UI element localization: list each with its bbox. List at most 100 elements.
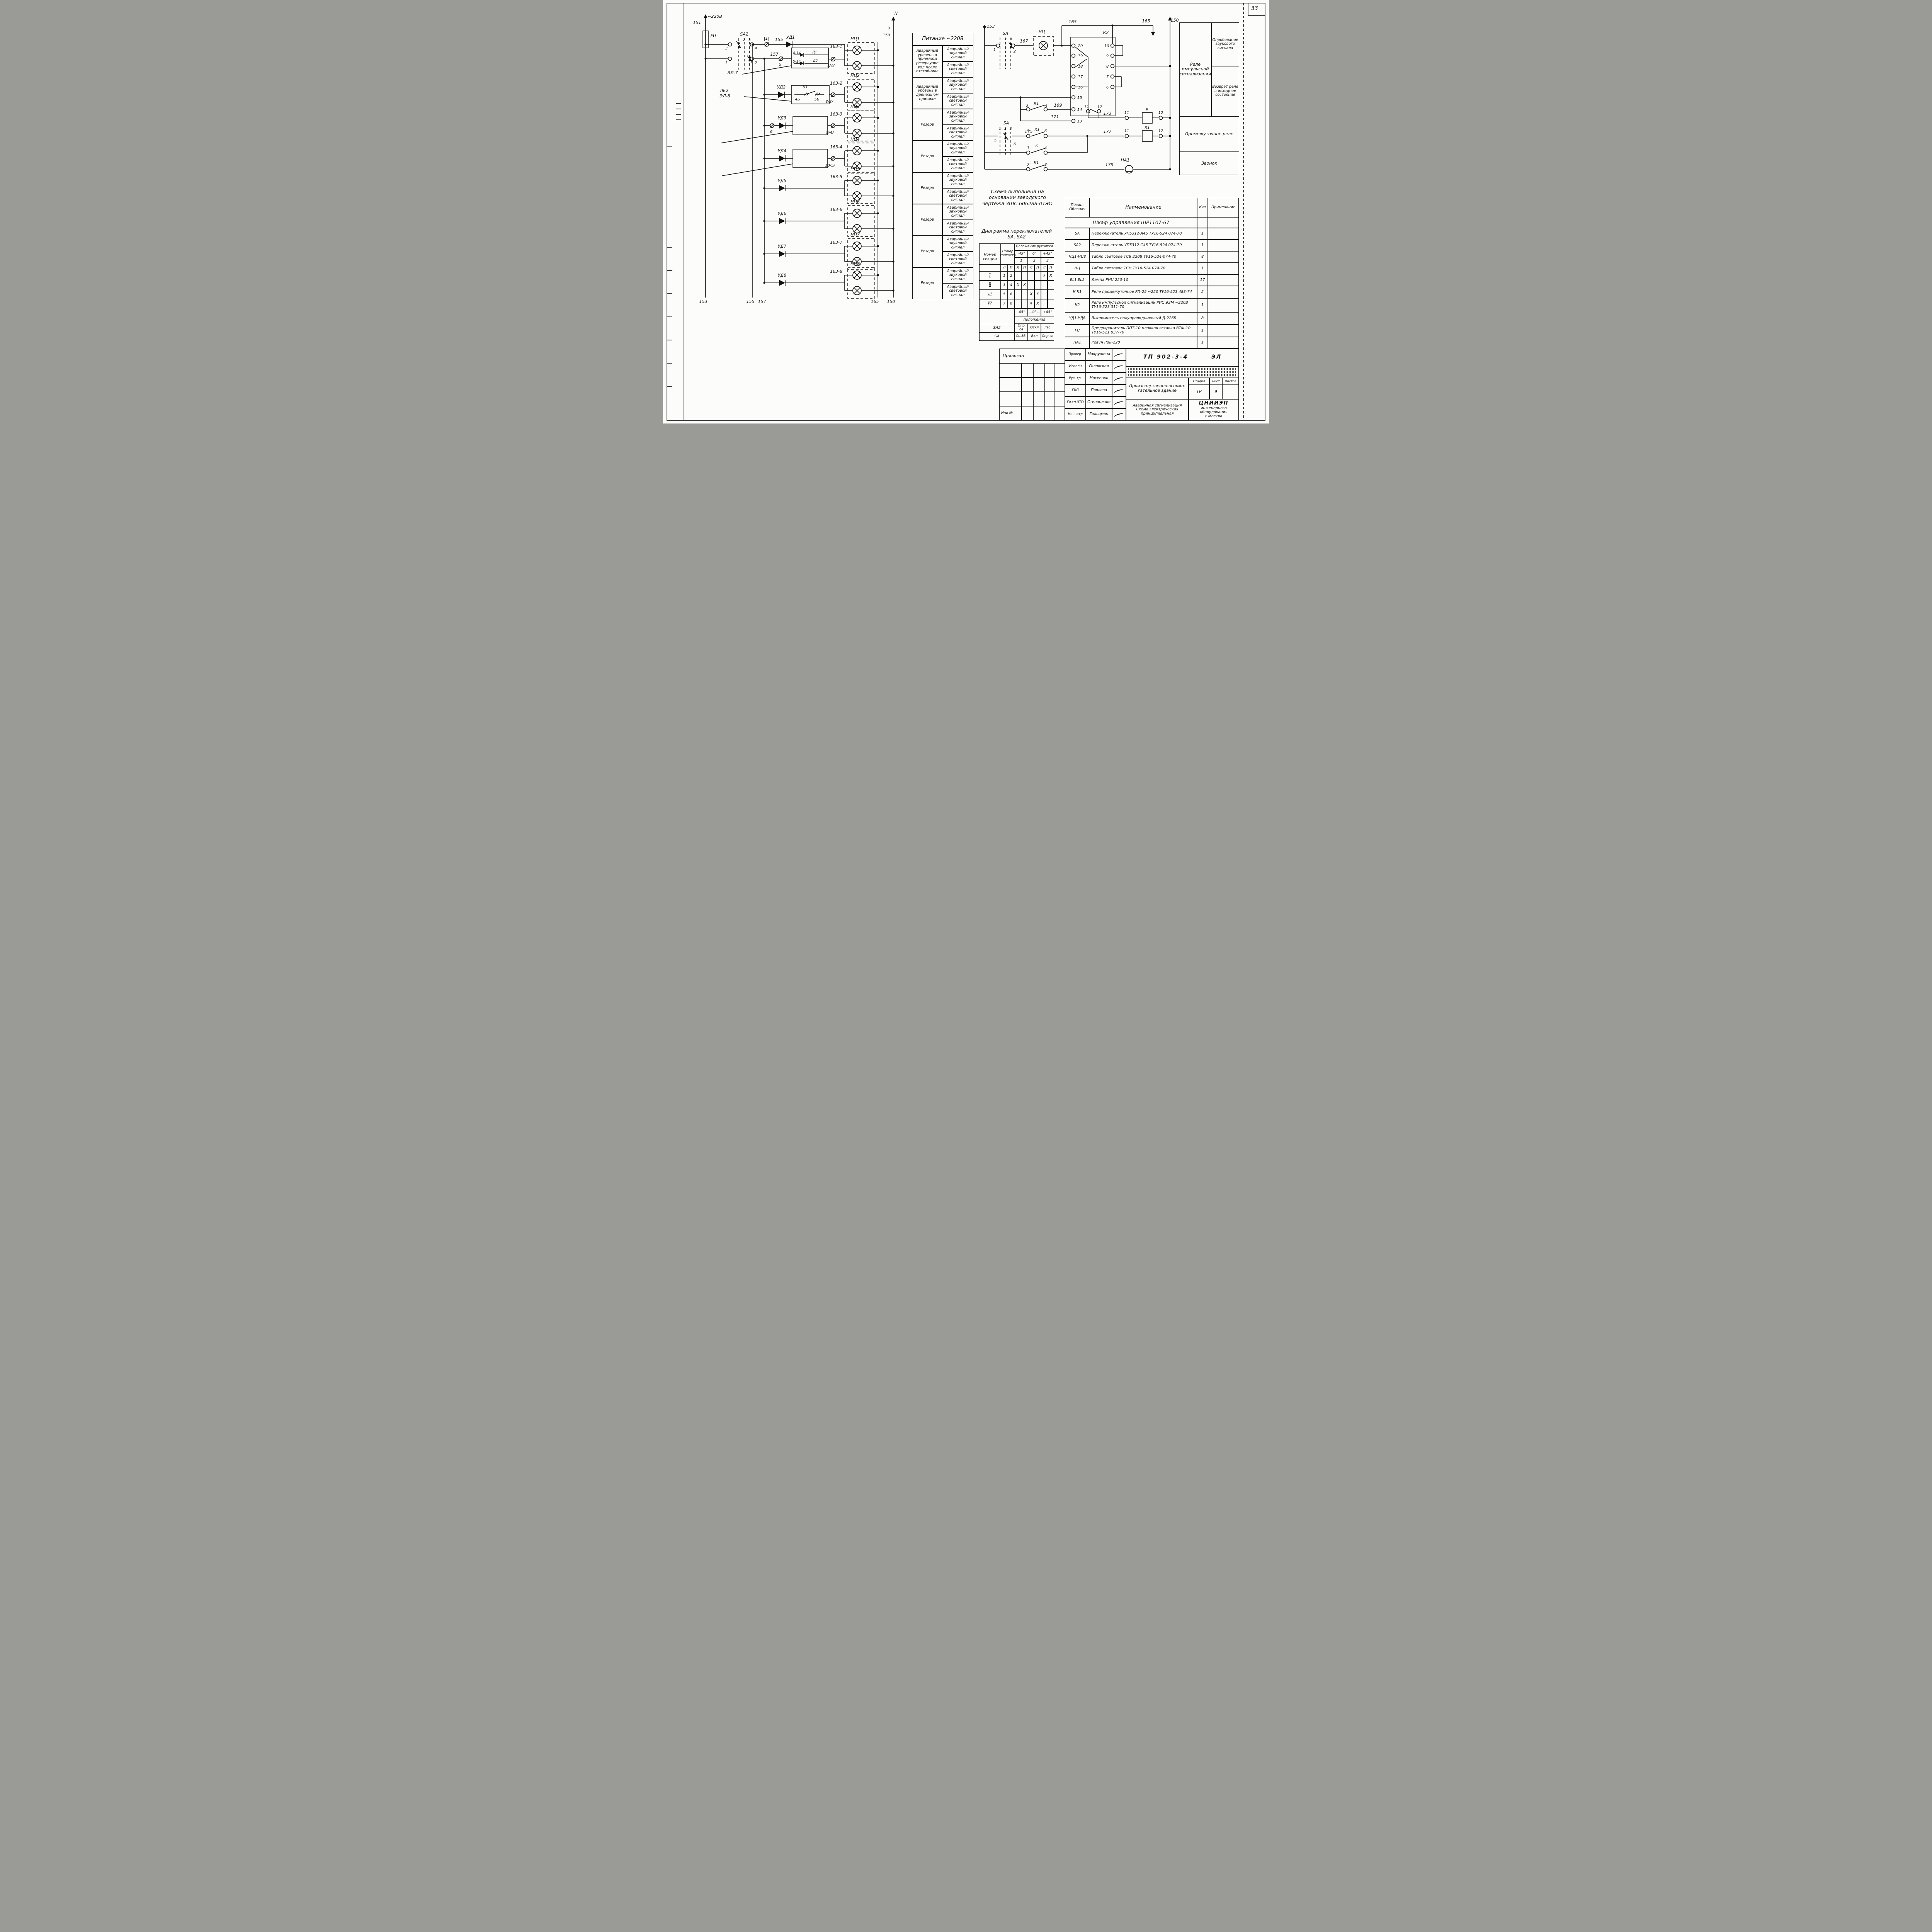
cell-text: X <box>1017 283 1019 287</box>
schematic-label: 7/2/ <box>827 63 835 68</box>
schematic-label: 6 <box>1014 142 1016 146</box>
parts-row-note <box>1208 337 1239 349</box>
parts-header-name: Наименование <box>1090 198 1197 217</box>
parts-row-pos: FU <box>1065 325 1090 337</box>
schematic-label: 157 <box>770 52 779 57</box>
schematic-label: К1 <box>1034 102 1039 106</box>
schematic-label: 11 <box>1124 129 1129 133</box>
cell-text: Аварийный световой сигнал <box>947 221 969 234</box>
filing-cell <box>1022 392 1033 406</box>
blank-cell <box>1197 217 1208 228</box>
schematic-label: К2 <box>1103 30 1109 35</box>
junction-dot <box>704 43 707 46</box>
filing-cell <box>1054 392 1065 406</box>
cell-text: Аварийный звуковой сигнал <box>947 142 969 155</box>
lamp-group-box <box>847 42 875 74</box>
parts-row-qty: 17 <box>1197 274 1208 286</box>
cell-text: Степаненко <box>1087 400 1111 405</box>
wire <box>854 83 861 90</box>
cell-text: Резерв <box>920 249 934 253</box>
parts-row-name: Выпрямитель полупроводниковый Д-226Б <box>1090 312 1197 325</box>
schematic-label: 3 <box>1027 146 1029 150</box>
lp-header: П <box>1048 264 1054 271</box>
cell-text: Лампа РНЦ 220-10 <box>1092 277 1128 282</box>
cell-text: Шкаф управления ШР1107-67 <box>1092 219 1170 225</box>
schematic-label: НЦ3 <box>850 104 860 109</box>
signature-squiggle <box>1113 388 1125 396</box>
schematic-label: ЛЕ2 <box>719 88 728 93</box>
contact-terminal <box>728 56 732 61</box>
cell-text: Резерв <box>920 122 934 127</box>
parts-header-pos: Позиц. Обознач <box>1065 198 1090 217</box>
power-row-name: Резерв <box>912 109 942 141</box>
mark-cell <box>1021 271 1028 281</box>
mark-cell <box>1021 290 1028 299</box>
junction-dot <box>1111 24 1114 27</box>
cell-text: Опробование звукового сигнала <box>1212 37 1238 50</box>
mark-cell: X <box>1021 281 1028 290</box>
cell-text: 2 <box>1033 259 1036 263</box>
signature-squiggle <box>1113 412 1125 420</box>
organization-line: ЦНИИЭП <box>1199 400 1229 406</box>
stage-header: Стадия <box>1189 378 1209 385</box>
schematic-label: ЭЛ-7 <box>727 70 738 75</box>
wire <box>854 258 861 265</box>
note-line: чертежа ЗШС 606288-01ЭО <box>982 200 1053 206</box>
schematic-label: 13 <box>1077 119 1082 124</box>
schematic-label: УД5 <box>778 178 786 183</box>
cell-text: 3 <box>1003 283 1005 287</box>
device-box <box>1142 130 1153 142</box>
schematic-label: 157 <box>758 299 766 304</box>
cell-text: Павлова <box>1091 388 1107 393</box>
wire <box>1075 46 1088 58</box>
schematic-label: 150 <box>883 33 890 37</box>
schematic-label: К1 <box>1034 128 1039 132</box>
cell-text: Откл <box>1030 326 1039 330</box>
contact-terminal <box>1110 74 1115 79</box>
power-row-light: Аварийный световой сигнал <box>942 252 973 267</box>
cell-text: Лист <box>1212 379 1220 383</box>
fineprint-cell <box>1126 366 1239 378</box>
power-row-light: Аварийный световой сигнал <box>942 156 973 172</box>
lamp-group-box <box>1033 36 1054 56</box>
sign-name: Головская <box>1086 361 1112 372</box>
schematic-label: 8 <box>1106 65 1109 69</box>
wire <box>854 210 861 217</box>
schematic-label: 163-1 <box>830 44 842 49</box>
sign-role: Гл.сп.ЭТО <box>1065 396 1086 408</box>
footer-angle: +45° <box>1041 308 1054 316</box>
schematic-label: 171 <box>1051 114 1059 119</box>
cell-text: 8 <box>1201 316 1204 321</box>
sheets-value <box>1222 385 1239 399</box>
schematic-label: НЦ6 <box>850 199 860 204</box>
schematic-label: 3 <box>1010 127 1012 131</box>
cell-text: Номер секции <box>983 253 997 261</box>
diode-icon <box>779 251 785 257</box>
power-row-light: Аварийный световой сигнал <box>942 283 973 299</box>
cell-text: Реле промежуточное РП-25 ~220 ТУ16-523 4… <box>1092 289 1192 294</box>
wire <box>1075 58 1088 68</box>
cell-text: Промежуточное реле <box>1185 131 1233 136</box>
cell-text: Вкл <box>1031 334 1038 338</box>
filing-cell <box>1045 392 1054 406</box>
schematic-label: 11 <box>1124 111 1129 115</box>
drawing-title-line: Схема электрическая <box>1136 407 1179 412</box>
schematic-label: НЦ8 <box>850 261 860 266</box>
schematic-label: 3 <box>1026 104 1028 108</box>
schematic-label: 167 <box>1020 39 1028 44</box>
parts-row-qty: 1 <box>1197 298 1208 312</box>
wire <box>831 123 835 128</box>
cell-text: SA <box>994 334 1000 339</box>
cell-text: SA2 <box>993 326 1001 330</box>
mark-cell <box>1034 281 1041 290</box>
building-cell: Производственно-вспомо-гательное здание <box>1126 378 1189 399</box>
cell-text: Ревун РВII-220 <box>1092 340 1120 345</box>
junction-dot <box>1010 46 1012 48</box>
cell-text: 8 <box>1201 255 1204 259</box>
section-row-label: II <box>979 281 1001 290</box>
